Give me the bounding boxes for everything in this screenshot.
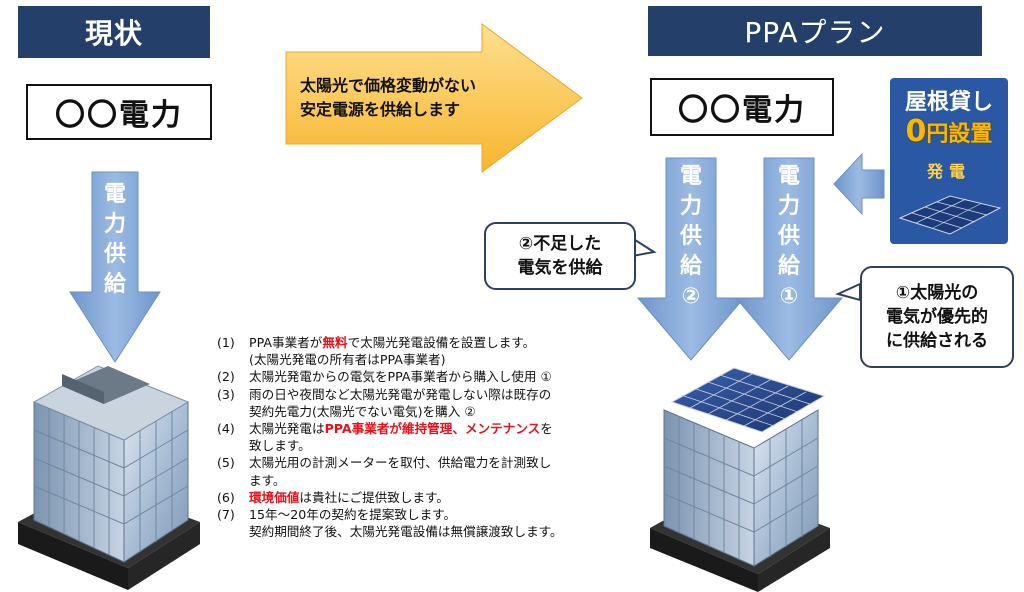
ppa-building (650, 367, 830, 592)
list-item: (5) 太陽光用の計測メーターを取付、供給電力を計測致します。 (217, 455, 552, 488)
callout-shortage: ②不足した 電気を供給 (484, 222, 636, 290)
current-provider-box: 〇〇電力 (26, 84, 212, 140)
notes-list: (1) PPA事業者が無料で太陽光発電設備を設置します。 (太陽光発電の所有者は… (217, 334, 657, 540)
list-item: (2) 太陽光発電からの電気をPPA事業者から購入し使用 ① (217, 369, 552, 385)
supply-arrow-2 (636, 157, 746, 361)
list-item: (3) 雨の日や夜間など太陽光発電が発電しない際は既存の契約先電力(太陽光でない… (217, 386, 552, 419)
current-header: 現状 (18, 6, 210, 58)
badge-arrow (833, 152, 885, 216)
list-item: (7) 15年～20年の契約を提案致します。契約期間終了後、太陽光発電設備は無償… (217, 507, 563, 540)
badge-title: 屋根貸し (904, 90, 993, 115)
list-item: (1) PPA事業者が無料で太陽光発電設備を設置します。 (太陽光発電の所有者は… (217, 335, 536, 368)
current-building (18, 365, 200, 590)
transition-arrow (285, 23, 583, 173)
current-supply-arrow (69, 171, 161, 363)
supply-1-label: 電 力 供 給 ① (777, 164, 800, 309)
list-item: (4) 太陽光発電はPPA事業者が維持管理、メンテナンスを 致します。 (217, 421, 553, 454)
list-item: (6) 環境価値は貴社にご提供致します。 (217, 489, 449, 505)
badge-generation: 発電 (926, 162, 971, 181)
solar-panel-icon (898, 195, 1002, 235)
ppa-provider-box: 〇〇電力 (650, 78, 834, 136)
callout-priority: ①太陽光の 電気が優先的 に供給される (860, 266, 1014, 368)
transition-text: 太陽光で価格変動がない 安定電源を供給します (300, 76, 477, 119)
ppa-header: PPAプラン (648, 6, 982, 56)
supply-arrow-1 (734, 157, 844, 361)
badge-zero-yen: 0円設置 (905, 114, 993, 149)
supply-2-label: 電 力 供 給 ② (679, 164, 702, 309)
rooftop-badge: 屋根貸し 0円設置 発電 (890, 78, 1008, 244)
current-supply-label: 電 力 供 給 (103, 182, 126, 297)
